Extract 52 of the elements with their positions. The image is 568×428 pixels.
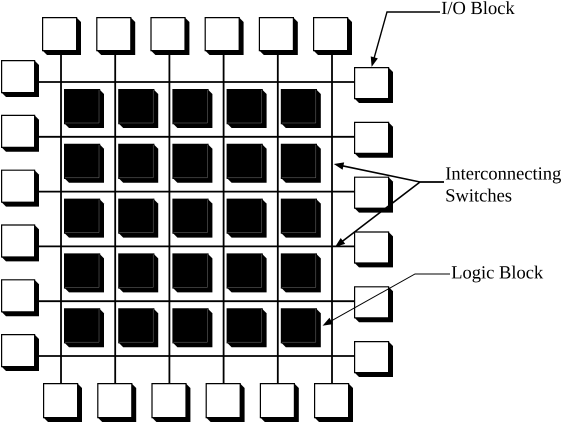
callout-label: Interconnecting Switches (446, 167, 561, 202)
logic-block (226, 144, 267, 183)
io-block (204, 17, 244, 55)
io-block (96, 17, 136, 55)
logic-block (64, 144, 104, 183)
logic-block (64, 253, 104, 292)
io-block (206, 382, 245, 422)
io-block (1, 279, 39, 316)
logic-block (118, 253, 158, 292)
io-block (151, 382, 190, 422)
io-block (42, 17, 81, 55)
io-block (313, 17, 352, 55)
logic-block (280, 198, 321, 238)
io-block (1, 114, 39, 152)
io-block (354, 176, 393, 213)
logic-block (172, 89, 212, 128)
io-block (258, 17, 298, 55)
logic-block (280, 144, 321, 183)
logic-block (172, 308, 212, 348)
logic-block (226, 253, 267, 292)
io-block (354, 122, 393, 158)
logic-block (280, 89, 321, 128)
logic-block (118, 89, 158, 128)
callout-label: Logic Block (452, 266, 544, 282)
logic-block (118, 144, 158, 183)
logic-block (172, 198, 212, 238)
logic-block (172, 144, 212, 183)
io-block (1, 334, 39, 371)
io-block (97, 382, 136, 422)
io-block (354, 231, 393, 268)
io-block (354, 286, 393, 322)
callout-label: I/O Block (442, 1, 515, 14)
io-block (260, 382, 299, 422)
logic-block (118, 198, 158, 238)
io-block (1, 60, 39, 97)
logic-block (280, 308, 321, 348)
logic-block (64, 89, 104, 128)
io-block (150, 17, 190, 55)
logic-block (64, 308, 104, 348)
logic-block (226, 198, 267, 238)
logic-block (226, 89, 267, 128)
io-block (1, 224, 39, 262)
io-block (354, 341, 393, 377)
logic-block (172, 253, 212, 292)
io-block (43, 382, 82, 422)
logic-block (64, 198, 104, 238)
logic-block (280, 253, 321, 292)
io-block (314, 382, 353, 422)
logic-block (118, 308, 158, 348)
io-block (1, 170, 39, 207)
io-block (354, 67, 393, 103)
logic-block (226, 308, 267, 348)
